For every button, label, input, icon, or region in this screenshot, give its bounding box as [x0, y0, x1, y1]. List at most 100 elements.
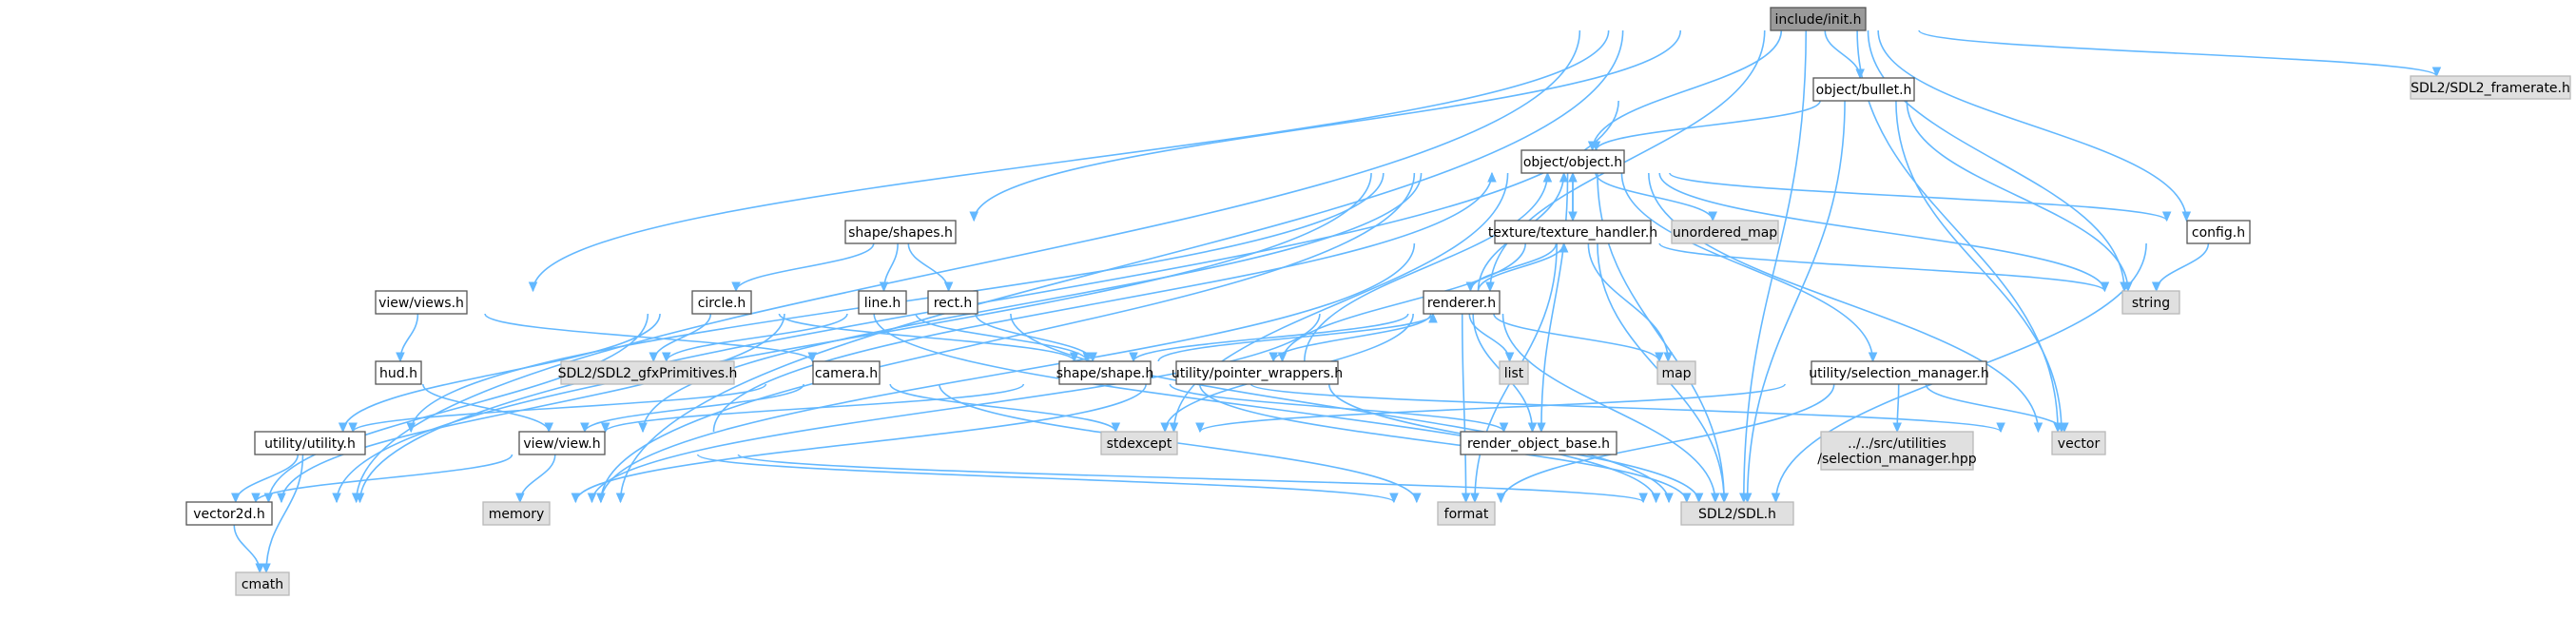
- node-camera[interactable]: camera.h: [812, 360, 881, 385]
- node-stdexcept: stdexcept: [1100, 431, 1178, 455]
- node-object[interactable]: object/object.h: [1520, 149, 1625, 174]
- edge-circle-to-utility: [341, 313, 661, 433]
- node-utility[interactable]: utility/utility.h: [254, 431, 366, 455]
- edge-pointer-to-memory: [574, 383, 1147, 503]
- node-selhpp: ../../src/utilities/selection_manager.hp…: [1817, 431, 1977, 471]
- node-selection[interactable]: utility/selection_manager.h: [1809, 360, 1989, 385]
- edge-camera-to-view: [584, 383, 804, 433]
- node-view[interactable]: view/view.h: [518, 431, 606, 455]
- node-box: [235, 571, 290, 596]
- arrowhead-circle-to-vector2d: [263, 493, 274, 504]
- arrowhead-renderer-to-stdexcept: [1160, 422, 1170, 434]
- edge-bullet-to-string: [1906, 100, 2129, 292]
- arrowhead-renderer-to-pointer: [1269, 352, 1278, 363]
- arrowhead-texture-to-sdl: [1719, 493, 1729, 504]
- node-box: [844, 220, 957, 244]
- arrowhead-views-to-camera: [807, 352, 818, 363]
- node-box: [185, 501, 273, 526]
- arrowhead-renderer-to-texture: [1559, 242, 1569, 253]
- edge-vector2d-to-cmath: [233, 524, 261, 573]
- node-shapes[interactable]: shape/shapes.h: [844, 220, 957, 244]
- node-label: vector: [2058, 436, 2101, 452]
- arrowhead-init-to-framerate: [2431, 67, 2442, 78]
- edge-object-to-robase: [1540, 172, 1569, 433]
- node-hud[interactable]: hud.h: [375, 360, 422, 385]
- node-box: [1812, 77, 1915, 102]
- arrowhead-shape-to-vector: [1996, 422, 2005, 434]
- arrowhead-rect-to-shape: [1088, 352, 1097, 363]
- edge-camera-to-utility: [352, 383, 767, 433]
- node-circle[interactable]: circle.h: [691, 290, 752, 315]
- node-views[interactable]: view/views.h: [375, 290, 468, 315]
- edge-view-to-vector2d: [255, 454, 513, 503]
- node-init[interactable]: include/init.h: [1770, 7, 1867, 31]
- node-label: include/init.h: [1775, 12, 1862, 28]
- arrowhead-object-to-unordered_map: [1708, 211, 1717, 222]
- node-vector2d[interactable]: vector2d.h: [185, 501, 273, 526]
- arrowhead-vector2d-to-cmath: [255, 563, 264, 574]
- arrowhead-circle-to-sdl: [1651, 493, 1661, 504]
- node-pointer[interactable]: utility/pointer_wrappers.h: [1172, 360, 1343, 385]
- node-label: object/object.h: [1523, 155, 1622, 170]
- arrowhead-utility-to-cmath: [261, 563, 271, 574]
- edge-views-to-camera: [484, 313, 814, 362]
- node-box: [2410, 75, 2571, 100]
- node-cmath: cmath: [235, 571, 290, 596]
- node-box: [2051, 431, 2106, 455]
- node-vector: vector: [2051, 431, 2106, 455]
- edge-renderer-to-pointer: [1272, 313, 1432, 362]
- node-renderer[interactable]: renderer.h: [1423, 290, 1501, 315]
- arrowhead-config-to-string: [2151, 281, 2161, 293]
- arrowhead-hud-to-view: [544, 422, 554, 434]
- node-shape[interactable]: shape/shape.h: [1056, 360, 1154, 385]
- node-box: [1520, 149, 1625, 174]
- edge-shape-to-vector: [1249, 383, 2002, 433]
- arrowhead-renderer-to-object: [1559, 171, 1569, 183]
- edge-view-to-sdl: [737, 454, 1644, 503]
- edge-line-to-gfx: [665, 313, 848, 362]
- node-texture[interactable]: texture/texture_handler.h: [1488, 220, 1657, 244]
- arrowhead-texture-to-format: [1470, 493, 1480, 504]
- node-rect[interactable]: rect.h: [927, 290, 978, 315]
- node-box: [1437, 501, 1496, 526]
- arrowhead-bullet-to-sdl: [1742, 493, 1753, 504]
- arrowhead-init-to-shapes: [969, 211, 978, 222]
- node-bullet[interactable]: object/bullet.h: [1812, 77, 1915, 102]
- edge-object-to-memory: [600, 172, 1416, 503]
- node-box: [1656, 360, 1696, 385]
- node-unordered_map: unordered_map: [1671, 220, 1779, 244]
- node-line[interactable]: line.h: [858, 290, 907, 315]
- node-box: [1680, 501, 1794, 526]
- node-box: [812, 360, 881, 385]
- node-box: [2186, 220, 2251, 244]
- edge-init-to-sdl: [1743, 29, 1808, 503]
- node-memory: memory: [482, 501, 551, 526]
- edge-selection-to-stdexcept: [1199, 383, 1786, 433]
- arrowhead-renderer-to-format: [1461, 493, 1471, 504]
- node-label: shape/shape.h: [1056, 366, 1154, 381]
- edge-line-to-vector2d: [281, 313, 785, 503]
- edge-renderer-to-map: [1493, 313, 1660, 362]
- arrowhead-object-to-vector: [2033, 422, 2043, 434]
- arrowhead-object-to-stdexcept: [1169, 422, 1179, 434]
- edge-selection-to-format: [1500, 383, 1835, 503]
- edge-shapes-to-circle: [735, 242, 875, 292]
- node-list: list: [1499, 360, 1529, 385]
- edge-texture-to-renderer: [1469, 242, 1558, 292]
- edge-object-to-selection: [1620, 172, 1874, 362]
- arrowhead-init-to-views: [528, 281, 538, 293]
- arrowhead-renderer-to-robase: [1527, 422, 1538, 434]
- node-robase[interactable]: render_object_base.h: [1460, 431, 1617, 455]
- edge-view-to-memory: [519, 454, 556, 503]
- node-label: texture/texture_handler.h: [1488, 225, 1657, 241]
- arrowhead-shape-to-robase: [1499, 422, 1509, 434]
- node-framerate: SDL2/SDL2_framerate.h: [2410, 75, 2571, 100]
- edge-bullet-to-vector: [1895, 100, 2063, 433]
- node-label: format: [1444, 507, 1489, 522]
- edge-config-to-string: [2155, 242, 2210, 292]
- node-config[interactable]: config.h: [2186, 220, 2251, 244]
- node-string: string: [2121, 290, 2180, 315]
- node-box: [560, 360, 735, 385]
- edge-texture-to-memory: [600, 242, 1416, 503]
